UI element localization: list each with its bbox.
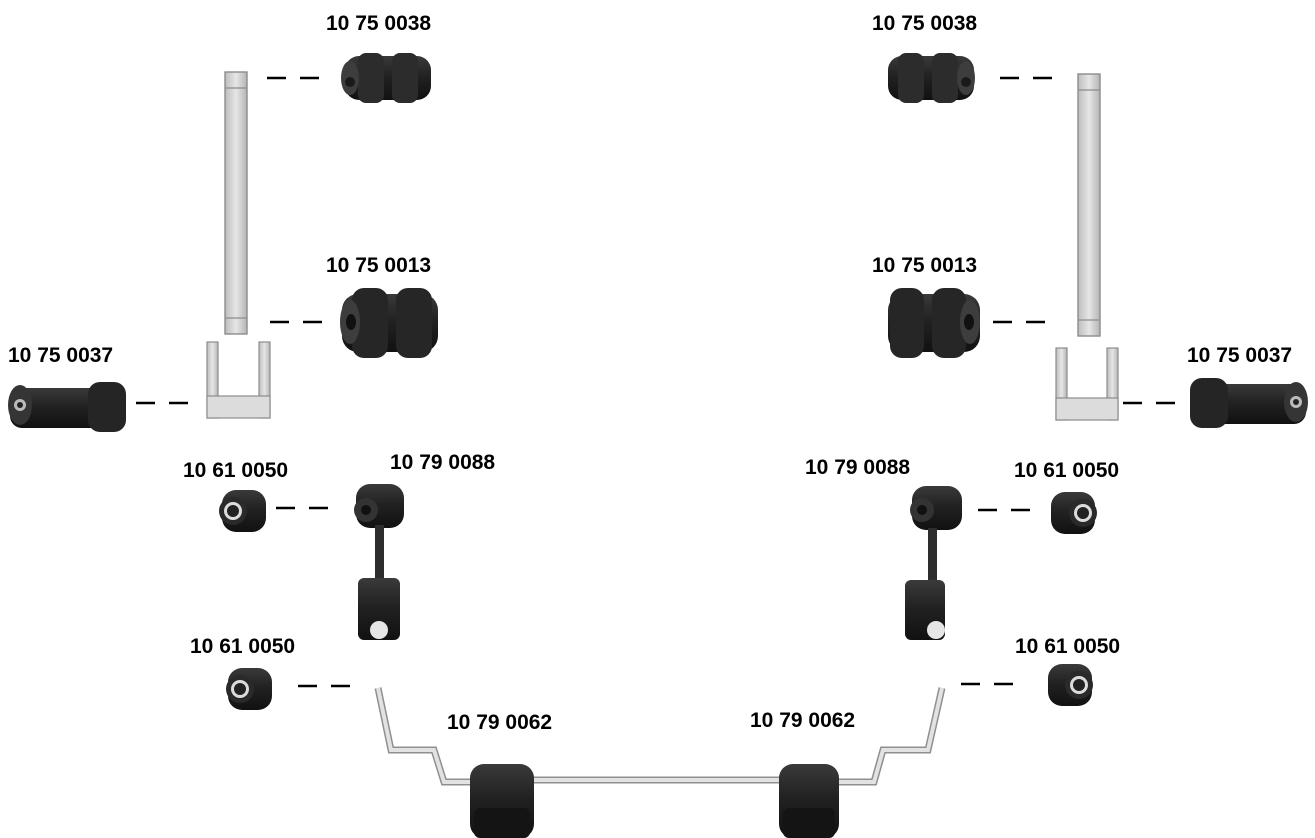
left-shackle — [207, 342, 270, 418]
label-right-link-bushing-upper: 10 61 0050 — [1014, 460, 1119, 481]
label-left-shackle-bushing: 10 75 0037 — [8, 345, 113, 366]
left-spring-leaf — [225, 72, 247, 334]
leader-lines — [136, 78, 1181, 686]
left-shackle-bushing — [8, 382, 126, 432]
label-left-link-bushing-upper: 10 61 0050 — [183, 460, 288, 481]
label-right-stabilizer-bushing: 10 79 0062 — [750, 710, 855, 731]
right-mid-bushing — [888, 288, 980, 358]
left-mid-bushing — [340, 288, 438, 358]
right-shackle-bushing — [1190, 378, 1308, 428]
stabilizer-bar — [378, 688, 942, 782]
label-right-link-bushing-lower: 10 61 0050 — [1015, 636, 1120, 657]
left-stabilizer-link — [354, 484, 404, 640]
left-link-bushing-upper — [219, 490, 266, 532]
label-left-link-bushing-lower: 10 61 0050 — [190, 636, 295, 657]
right-spring-leaf — [1078, 74, 1100, 336]
label-left-mid-bushing: 10 75 0013 — [326, 255, 431, 276]
right-shackle — [1056, 348, 1118, 420]
right-stabilizer-bushing — [779, 764, 839, 838]
label-right-shackle-bushing: 10 75 0037 — [1187, 345, 1292, 366]
label-left-stabilizer-bushing: 10 79 0062 — [447, 712, 552, 733]
label-left-top-bushing: 10 75 0038 — [326, 13, 431, 34]
right-link-bushing-upper — [1051, 492, 1097, 534]
right-link-bushing-lower — [1048, 664, 1093, 706]
left-top-bushing — [341, 53, 431, 103]
label-left-stabilizer-link: 10 79 0088 — [390, 452, 495, 473]
left-stabilizer-bushing — [470, 764, 534, 838]
label-right-mid-bushing: 10 75 0013 — [872, 255, 977, 276]
right-stabilizer-link — [905, 486, 962, 640]
left-link-bushing-lower — [226, 668, 272, 710]
label-right-top-bushing: 10 75 0038 — [872, 13, 977, 34]
label-right-stabilizer-link: 10 79 0088 — [805, 457, 910, 478]
right-top-bushing — [888, 53, 975, 103]
